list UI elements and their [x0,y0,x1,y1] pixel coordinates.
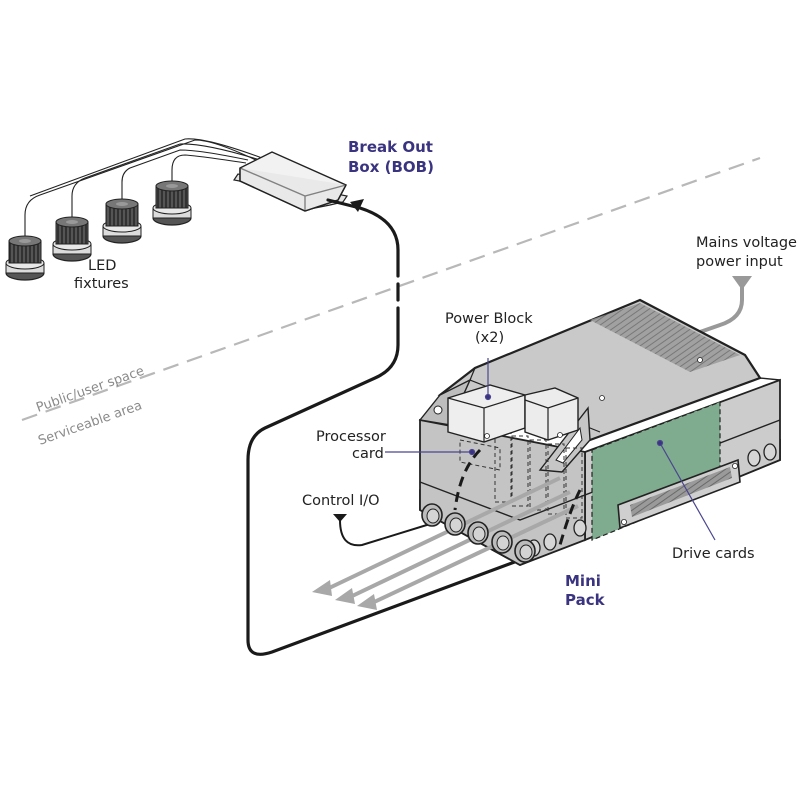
cable-direction-arrow [350,199,364,212]
label-mini-line1: Mini [565,572,601,590]
label-led-line1: LED [88,258,116,274]
cable-gland [421,503,443,527]
label-drive-cards: Drive cards [672,546,755,562]
label-processor-line2: card [352,446,384,462]
cable-gland [444,512,466,536]
data-cable-to-bob [246,198,522,656]
label-mini-line2: Pack [565,591,606,609]
cable-gland [514,539,536,563]
label-bob-line1: Break Out [348,138,433,156]
label-led-line2: fixtures [74,276,129,292]
led-wires [24,138,263,238]
zone-divider-line [21,156,761,422]
mains-arrow [732,276,752,290]
label-power-block-line1: Power Block [445,311,533,327]
output-arrows [324,476,579,606]
output-arrowheads [312,580,377,610]
control-io-cable [339,519,431,547]
label-processor-line1: Processor [316,429,386,445]
label-power-block-line2: (x2) [475,330,504,346]
led-fixture[interactable] [152,180,192,226]
control-io-arrow [333,514,347,522]
led-fixture[interactable] [102,198,142,244]
cable-gland [467,521,489,545]
power-block-2[interactable] [524,387,579,441]
label-bob-line2: Box (BOB) [348,158,434,176]
cable-gland [491,530,513,554]
break-out-box[interactable] [232,151,348,212]
led-fixture[interactable] [52,216,92,262]
internal-cables [453,448,582,546]
leader-lines [385,358,716,541]
led-fixture[interactable] [5,235,45,281]
label-control-io: Control I/O [302,493,380,509]
side-vent-panel [617,458,741,530]
label-mains-line2: power input [696,254,783,270]
label-mains-line1: Mains voltage [696,235,797,251]
mains-cable [699,278,744,334]
